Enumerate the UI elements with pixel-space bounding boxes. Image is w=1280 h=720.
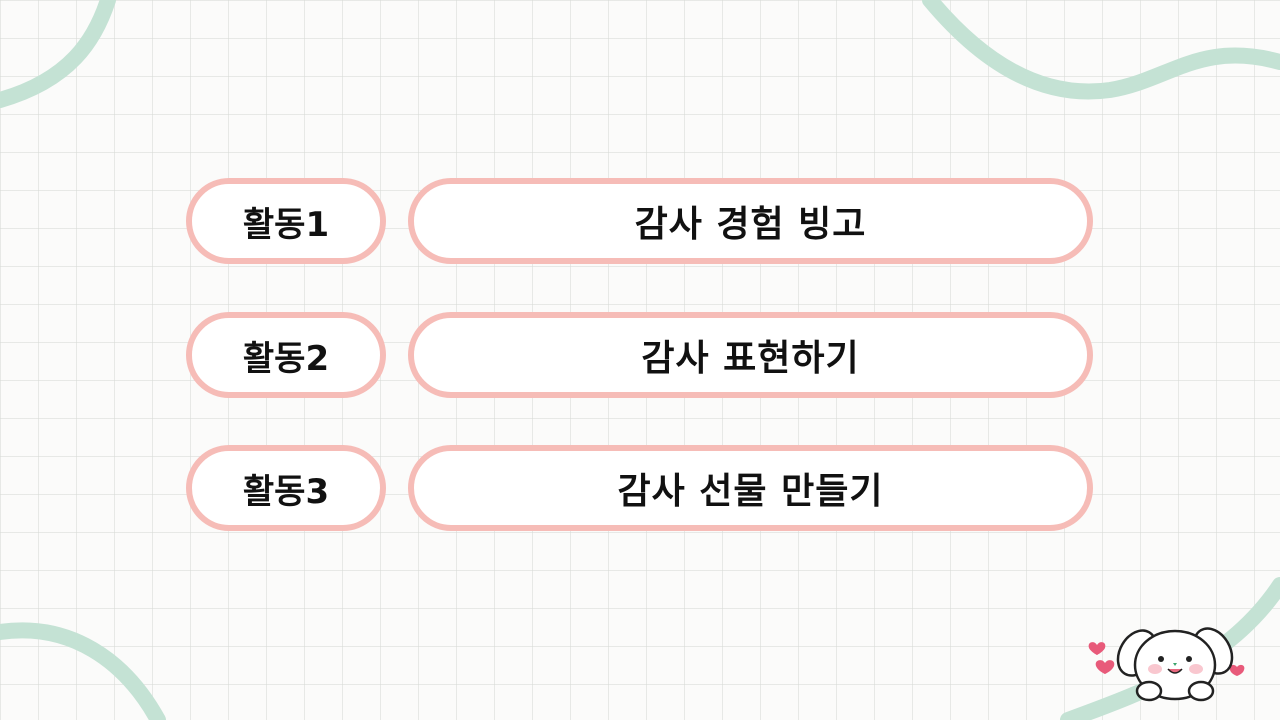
wave-bottom-left	[0, 622, 166, 720]
heart-icon	[1095, 660, 1115, 674]
wave-top-left	[0, 0, 116, 108]
activity-2-title: 감사 표현하기	[408, 312, 1093, 398]
activity-2-label: 활동2	[186, 312, 386, 398]
activity-3-label: 활동3	[186, 445, 386, 531]
activity-1-title: 감사 경험 빙고	[408, 178, 1093, 264]
puppy-icon	[1088, 627, 1245, 702]
activity-3-title: 감사 선물 만들기	[408, 445, 1093, 531]
heart-icon	[1088, 642, 1106, 655]
activity-1-label: 활동1	[186, 178, 386, 264]
wave-top-right	[922, 0, 1280, 100]
heart-icon	[1229, 664, 1245, 676]
